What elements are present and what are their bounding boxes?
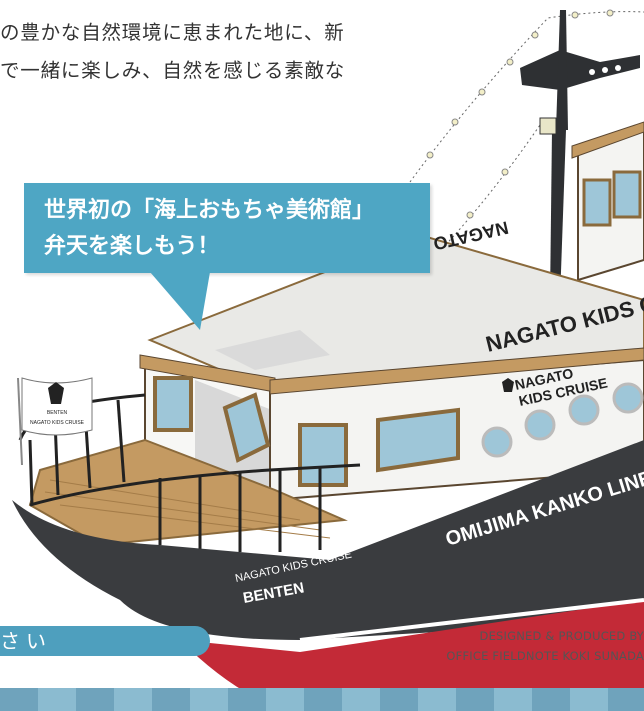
bottom-stripe bbox=[0, 688, 644, 711]
bottom-band bbox=[0, 626, 210, 656]
mast bbox=[520, 10, 640, 300]
speech-bubble: 世界初の「海上おもちゃ美術館」 弁天を楽しもう！ bbox=[24, 183, 430, 273]
bow-flag: BENTEN NAGATO KIDS CRUISE bbox=[17, 377, 93, 466]
bubble-line-2: 弁天を楽しもう！ bbox=[44, 234, 220, 259]
intro-line-1: の豊かな自然環境に恵まれた地に、新 bbox=[0, 21, 345, 44]
intro-text: の豊かな自然環境に恵まれた地に、新 で一緒に楽しみ、自然を感じる素敵な bbox=[0, 14, 345, 90]
credit-line-2: OFFICE FIELDNOTE KOKI SUNADA bbox=[446, 649, 644, 663]
credit-line-1: DESIGNED & PRODUCED BY bbox=[479, 629, 644, 643]
hull: OMIJIMA KANKO LINE NAGATO KIDS CRUISE BE… bbox=[12, 440, 644, 700]
flag-emblem-text: BENTEN bbox=[47, 410, 68, 416]
flag-text: NAGATO KIDS CRUISE bbox=[30, 420, 85, 426]
rear-sign-text: NAGATO bbox=[431, 217, 510, 254]
bubble-line-1: 世界初の「海上おもちゃ美術館」 bbox=[44, 198, 375, 223]
intro-line-2: で一緒に楽しみ、自然を感じる素敵な bbox=[0, 59, 346, 82]
bottom-band-text: さい bbox=[0, 629, 52, 653]
upper-cabin bbox=[571, 121, 644, 282]
